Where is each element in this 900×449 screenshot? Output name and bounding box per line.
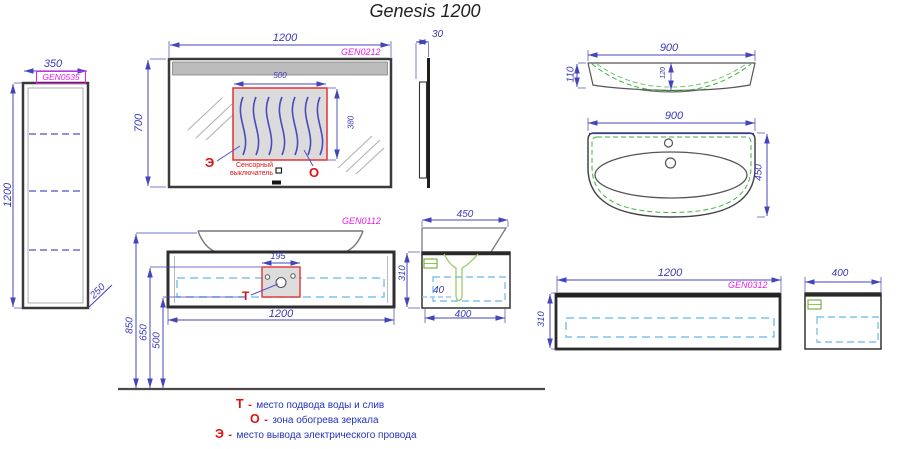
tall-cabinet-view: [10, 68, 113, 310]
marker-power-outlet: Э: [205, 155, 215, 170]
low-cabinet-code-label: GEN0312: [728, 280, 768, 290]
vanity-side-view: [404, 217, 511, 323]
dim-basin-width: 900: [659, 42, 679, 54]
mirror-side-view: [415, 39, 430, 188]
dim-tall-cabinet-height: 1200: [1, 182, 14, 208]
legend-row-water: Т - место подвода воды и слив: [236, 395, 384, 413]
dim-mirror-width: 1200: [272, 32, 298, 44]
legend-marker-heat: О: [250, 412, 260, 426]
page-title: Genesis 1200: [369, 1, 481, 21]
marker-heat-zone: О: [309, 165, 320, 180]
heat-waves: [239, 96, 324, 156]
legend-text-water: место подвода воды и слив: [256, 400, 385, 411]
dim-mirror-height: 700: [132, 113, 145, 133]
legend-marker-power: Э: [215, 427, 224, 441]
basin-front-view: [574, 50, 756, 93]
dim-low-cabinet-depth: 400: [831, 268, 849, 279]
legend-marker-water: Т: [236, 397, 244, 411]
dim-height-drain: 500: [151, 332, 163, 349]
dim-height-total: 850: [124, 317, 136, 334]
sensor-switch-label-line2: выключатель: [230, 170, 273, 177]
legend-dash: -: [228, 429, 233, 441]
marker-water-supply: Т: [242, 289, 250, 303]
dim-vanity-side-height: 310: [396, 265, 408, 282]
vanity-code-label: GEN0112: [342, 216, 381, 226]
dim-vanity-width: 1200: [268, 308, 294, 320]
low-cabinet-side-view: [804, 277, 882, 350]
dim-heat-zone-height: 380: [346, 115, 356, 130]
low-cabinet-front-view: [547, 276, 782, 351]
dim-low-cabinet-height: 310: [535, 311, 547, 328]
dim-low-cabinet-width: 1200: [657, 267, 683, 279]
dim-vanity-depth-total: 450: [456, 209, 474, 220]
dim-vanity-cutout-width: 195: [270, 251, 286, 261]
mirror-code-label: GEN0212: [341, 47, 381, 57]
legend-row-power: Э - место вывода электрического провода: [215, 425, 417, 443]
legend-text-power: место вывода электрического провода: [236, 430, 417, 441]
tall-cabinet-code-label: GEN0535: [36, 71, 86, 84]
basin-top-view: [587, 118, 770, 218]
dim-vanity-side-depth: 400: [454, 309, 472, 320]
dim-vanity-offset: 40: [433, 285, 445, 296]
dim-height-top: 650: [138, 324, 150, 341]
dim-heat-zone-width: 500: [273, 71, 287, 80]
vanity-front-view: [118, 230, 545, 391]
dim-basin-height: 110: [565, 66, 577, 83]
dim-basin-bowl-depth: 120: [660, 67, 668, 79]
legend-row-heat: О - зона обогрева зеркала: [250, 410, 379, 428]
legend-dash: -: [248, 399, 252, 411]
dim-mirror-depth: 30: [432, 29, 444, 40]
legend-dash: -: [264, 414, 268, 426]
mirror-front-view: [145, 41, 393, 189]
legend-text-heat: зона обогрева зеркала: [272, 415, 379, 426]
dim-basin-top-width: 900: [664, 110, 684, 122]
dim-tall-cabinet-width: 350: [43, 58, 63, 70]
dim-basin-top-depth: 450: [753, 164, 765, 181]
sensor-switch-label-line1: Сенсорный: [236, 162, 273, 169]
